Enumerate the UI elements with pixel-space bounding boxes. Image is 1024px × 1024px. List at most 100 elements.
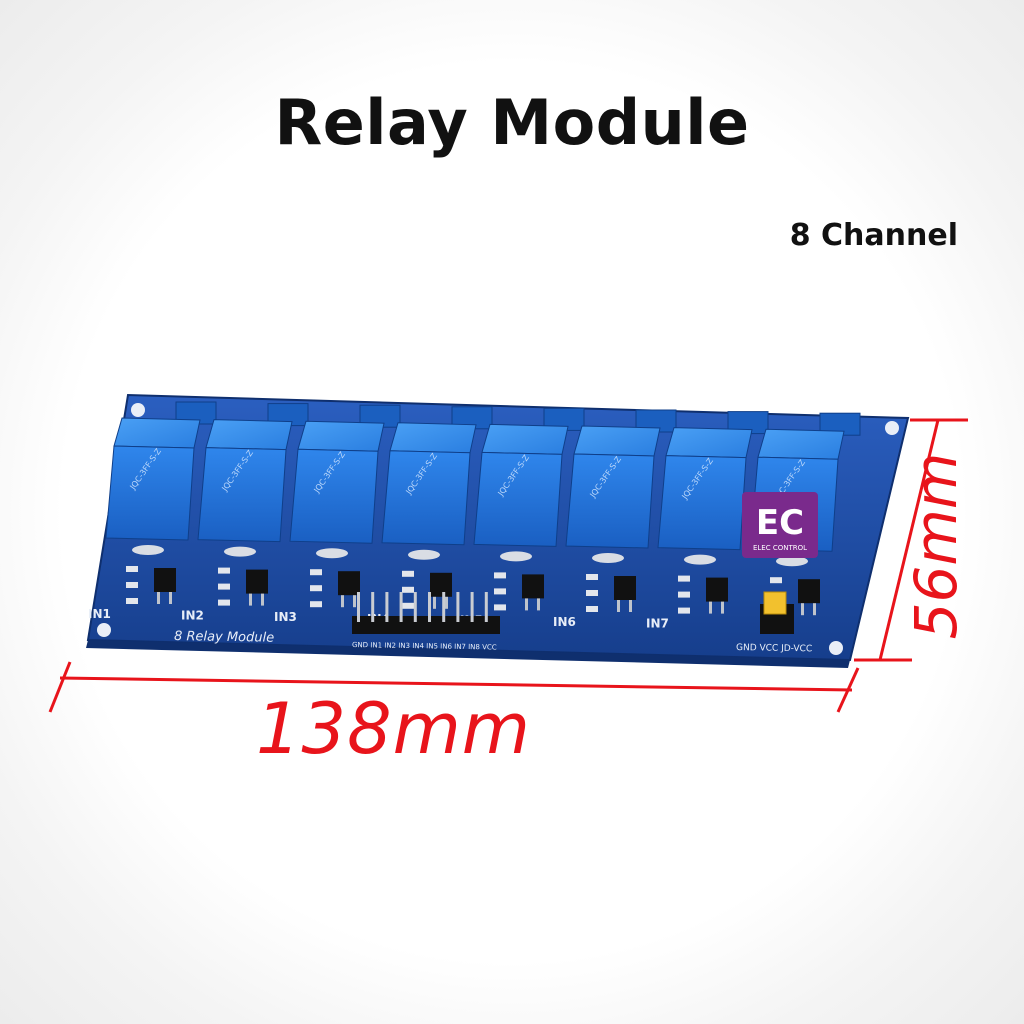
smd-resistor bbox=[586, 590, 598, 596]
mount-hole bbox=[885, 421, 899, 435]
header-pin bbox=[399, 592, 403, 622]
smd-resistor bbox=[678, 591, 690, 598]
relay-top bbox=[757, 428, 845, 460]
optocoupler-chip bbox=[430, 572, 452, 597]
relay-top bbox=[389, 422, 477, 454]
smd-resistor bbox=[218, 583, 230, 590]
optocoupler-chip bbox=[798, 579, 820, 604]
header-pin bbox=[428, 592, 431, 622]
smd-resistor bbox=[402, 586, 414, 593]
smd-resistor bbox=[770, 577, 782, 584]
header-pin bbox=[357, 592, 360, 622]
power-header-label: GND VCC JD-VCC bbox=[736, 643, 812, 654]
diode bbox=[316, 548, 348, 559]
optocoupler-chip bbox=[614, 576, 636, 600]
channel-count-label: 8 Channel bbox=[789, 218, 958, 253]
input-label: IN1 bbox=[88, 607, 111, 621]
smd-resistor bbox=[586, 574, 598, 580]
header-pin bbox=[456, 592, 460, 622]
optocoupler-chip bbox=[154, 568, 176, 592]
smd-led bbox=[586, 606, 598, 612]
relay-body bbox=[381, 450, 471, 546]
relay-top bbox=[113, 417, 201, 449]
chip-pin bbox=[709, 601, 712, 614]
pcb-edge bbox=[86, 640, 850, 668]
relay-top bbox=[205, 419, 293, 451]
input-label: IN7 bbox=[646, 617, 669, 631]
smd-led bbox=[126, 598, 138, 604]
smd-resistor bbox=[494, 572, 506, 579]
smd-led bbox=[310, 601, 322, 608]
smd-resistor bbox=[310, 569, 322, 576]
components bbox=[126, 545, 820, 616]
header-base bbox=[352, 616, 500, 634]
diode bbox=[776, 556, 808, 567]
diode bbox=[132, 545, 164, 555]
chip-pin bbox=[341, 595, 344, 608]
optocoupler-chip bbox=[706, 577, 728, 602]
mount-hole bbox=[131, 403, 145, 417]
smd-resistor bbox=[218, 567, 230, 574]
relay-body bbox=[657, 455, 747, 551]
mount-hole bbox=[97, 623, 111, 637]
chip-pin bbox=[261, 593, 264, 606]
ec-logo-sub: ELEC CONTROL bbox=[753, 544, 807, 552]
dimension-height-line bbox=[854, 418, 968, 662]
chip-pin bbox=[157, 592, 160, 604]
smd-led bbox=[402, 602, 414, 609]
dimension-width-line bbox=[48, 661, 860, 713]
header-pin bbox=[385, 592, 389, 622]
relay-top bbox=[665, 427, 753, 459]
diode bbox=[408, 549, 440, 560]
chip-pin bbox=[249, 593, 252, 606]
relay-top bbox=[297, 420, 385, 452]
optocoupler-chip bbox=[338, 571, 360, 596]
header-pin bbox=[470, 592, 474, 622]
relay-body bbox=[473, 451, 563, 547]
relay-top bbox=[481, 423, 569, 455]
width-dimension-label: 138mm bbox=[256, 688, 531, 770]
ec-logo: EC ELEC CONTROL bbox=[742, 492, 818, 558]
relay-body bbox=[197, 447, 287, 543]
relay-top bbox=[573, 425, 661, 457]
header-pin bbox=[442, 592, 446, 622]
relay-body bbox=[565, 453, 655, 549]
page-title: Relay Module bbox=[274, 86, 750, 159]
chip-pin bbox=[537, 598, 540, 611]
input-label: IN6 bbox=[553, 615, 576, 629]
smd-led bbox=[678, 607, 690, 614]
ec-logo-text: EC bbox=[756, 503, 804, 543]
diode bbox=[224, 546, 256, 557]
height-dimension-label: 56mm bbox=[902, 452, 970, 640]
smd-led bbox=[494, 604, 506, 611]
header-pin-labels: GND IN1 IN2 IN3 IN4 IN5 IN6 IN7 IN8 VCC bbox=[352, 641, 497, 652]
mount-hole bbox=[829, 641, 843, 655]
relay-body bbox=[289, 448, 379, 544]
chip-pin bbox=[617, 600, 620, 612]
smd-resistor bbox=[126, 566, 138, 572]
chip-pin bbox=[629, 600, 632, 612]
smd-resistor bbox=[402, 570, 414, 577]
chip-pin bbox=[801, 603, 804, 616]
input-label: IN3 bbox=[274, 610, 297, 624]
input-label: IN2 bbox=[181, 609, 204, 623]
diode bbox=[500, 551, 532, 562]
relay-body bbox=[105, 445, 195, 541]
optocoupler-chip bbox=[246, 569, 268, 594]
diode bbox=[684, 554, 716, 565]
terminal-blocks bbox=[175, 401, 861, 436]
chip-pin bbox=[445, 596, 448, 609]
smd-led bbox=[218, 599, 230, 606]
chip-pin bbox=[353, 595, 356, 608]
chip-pin bbox=[813, 603, 816, 616]
jumper-cap bbox=[763, 591, 787, 615]
smd-resistor bbox=[494, 588, 506, 595]
board-name-label: 8 Relay Module bbox=[174, 629, 274, 646]
chip-pin bbox=[721, 601, 724, 614]
header-pin bbox=[413, 592, 417, 622]
pin-header bbox=[352, 592, 500, 634]
smd-resistor bbox=[126, 582, 138, 588]
header-pin bbox=[371, 592, 375, 622]
diode bbox=[592, 553, 624, 563]
